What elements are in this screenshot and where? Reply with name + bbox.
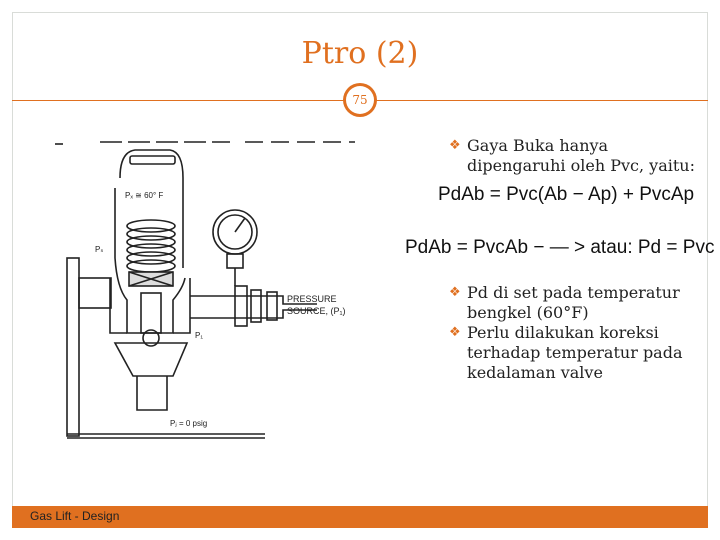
bullet-marker-icon: ❖ bbox=[449, 285, 461, 300]
bullet-item: ❖ Perlu dilakukan koreksi terhadap tempe… bbox=[445, 323, 710, 383]
label-source: SOURCE, (P₁) bbox=[287, 306, 346, 316]
footer-text: Gas Lift - Design bbox=[30, 509, 120, 523]
equation-2: PdAb = PvcAb − — > atau: Pd = Pvc bbox=[405, 237, 715, 258]
valve-diagram: Pₓ ≅ 60° F PRESSURE SOURCE, (P₁) P₁ Pₛ P… bbox=[55, 141, 355, 439]
page-number-badge: 75 bbox=[343, 83, 377, 117]
bullet-text: Perlu dilakukan koreksi terhadap tempera… bbox=[467, 323, 683, 382]
label-pressure: PRESSURE bbox=[287, 294, 337, 304]
label-pt: P₁ bbox=[195, 331, 203, 340]
slide-title: Ptro (2) bbox=[301, 36, 419, 71]
bullet-marker-icon: ❖ bbox=[449, 325, 461, 340]
label-pc: Pⱼ = 0 psig bbox=[170, 419, 207, 428]
bullet-list-2: ❖ Pd di set pada temperatur bengkel (60°… bbox=[445, 283, 710, 383]
label-ps: Pₛ bbox=[95, 245, 103, 254]
bullet-marker-icon: ❖ bbox=[449, 138, 461, 153]
bullet-list: ❖ Gaya Buka hanya dipengaruhi oleh Pvc, … bbox=[445, 136, 710, 176]
page-number: 75 bbox=[346, 86, 374, 114]
label-pd: Pₓ ≅ 60° F bbox=[125, 191, 163, 200]
footer-bar: Gas Lift - Design bbox=[12, 506, 708, 528]
bullet-item: ❖ Pd di set pada temperatur bengkel (60°… bbox=[445, 283, 710, 323]
bullet-text: Pd di set pada temperatur bengkel (60°F) bbox=[467, 283, 680, 322]
bullet-item: ❖ Gaya Buka hanya dipengaruhi oleh Pvc, … bbox=[445, 136, 710, 176]
bullet-text: Gaya Buka hanya dipengaruhi oleh Pvc, ya… bbox=[467, 136, 695, 175]
equation-1: PdAb = Pvc(Ab − Ap) + PvcAp bbox=[438, 184, 695, 205]
